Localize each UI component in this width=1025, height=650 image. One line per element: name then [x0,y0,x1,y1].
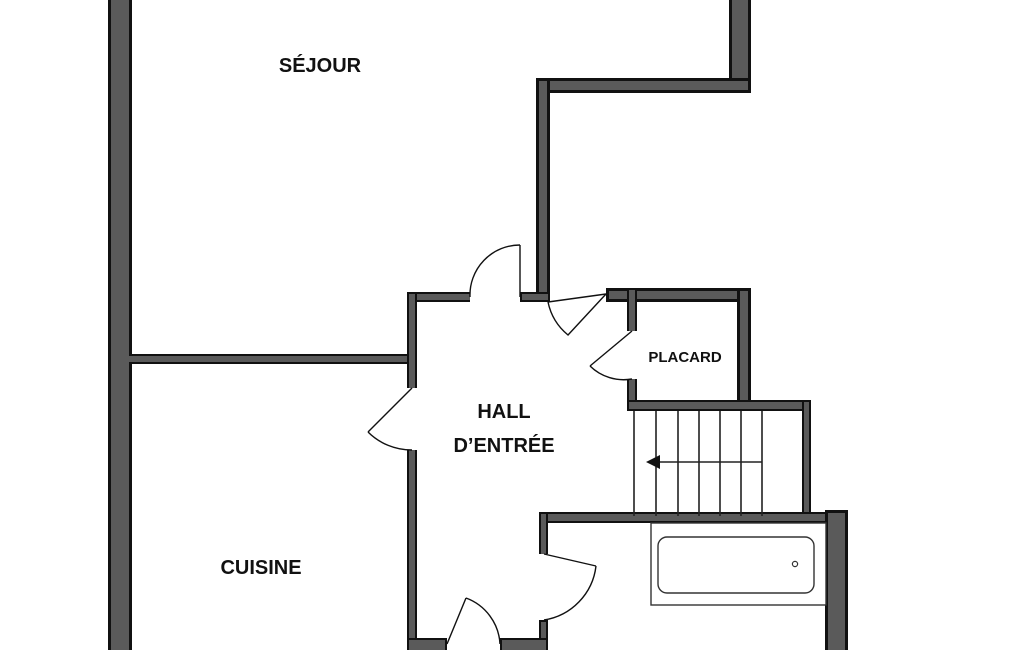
wall-stairs [627,400,811,520]
wall-bathroom [539,510,848,650]
wall-hall-left [407,292,417,650]
bathtub-icon [650,522,827,606]
door-placard [589,330,633,381]
wall-placard [606,288,751,409]
exterior-wall-left [108,0,132,650]
staircase [633,411,763,516]
door-hall-right [547,293,607,336]
room-label-placard: PLACARD [648,349,721,366]
room-label-sejour: SÉJOUR [279,54,362,77]
room-label-cuisine: CUISINE [220,557,301,579]
door-bathroom [543,553,597,621]
door-entrance [446,597,501,645]
arrow-left-icon [646,455,762,469]
room-label-hall-line2: D’ENTRÉE [453,434,554,457]
walls [108,0,848,650]
door-cuisine [367,387,413,451]
wall-hall-top [407,292,550,302]
wall-sejour-cuisine [129,354,411,364]
doors [367,244,633,645]
room-label-hall-line1: HALL [477,401,530,423]
wall-hall-bottom [407,638,548,650]
wall-sejour-step [536,0,751,298]
door-sejour [469,244,521,298]
